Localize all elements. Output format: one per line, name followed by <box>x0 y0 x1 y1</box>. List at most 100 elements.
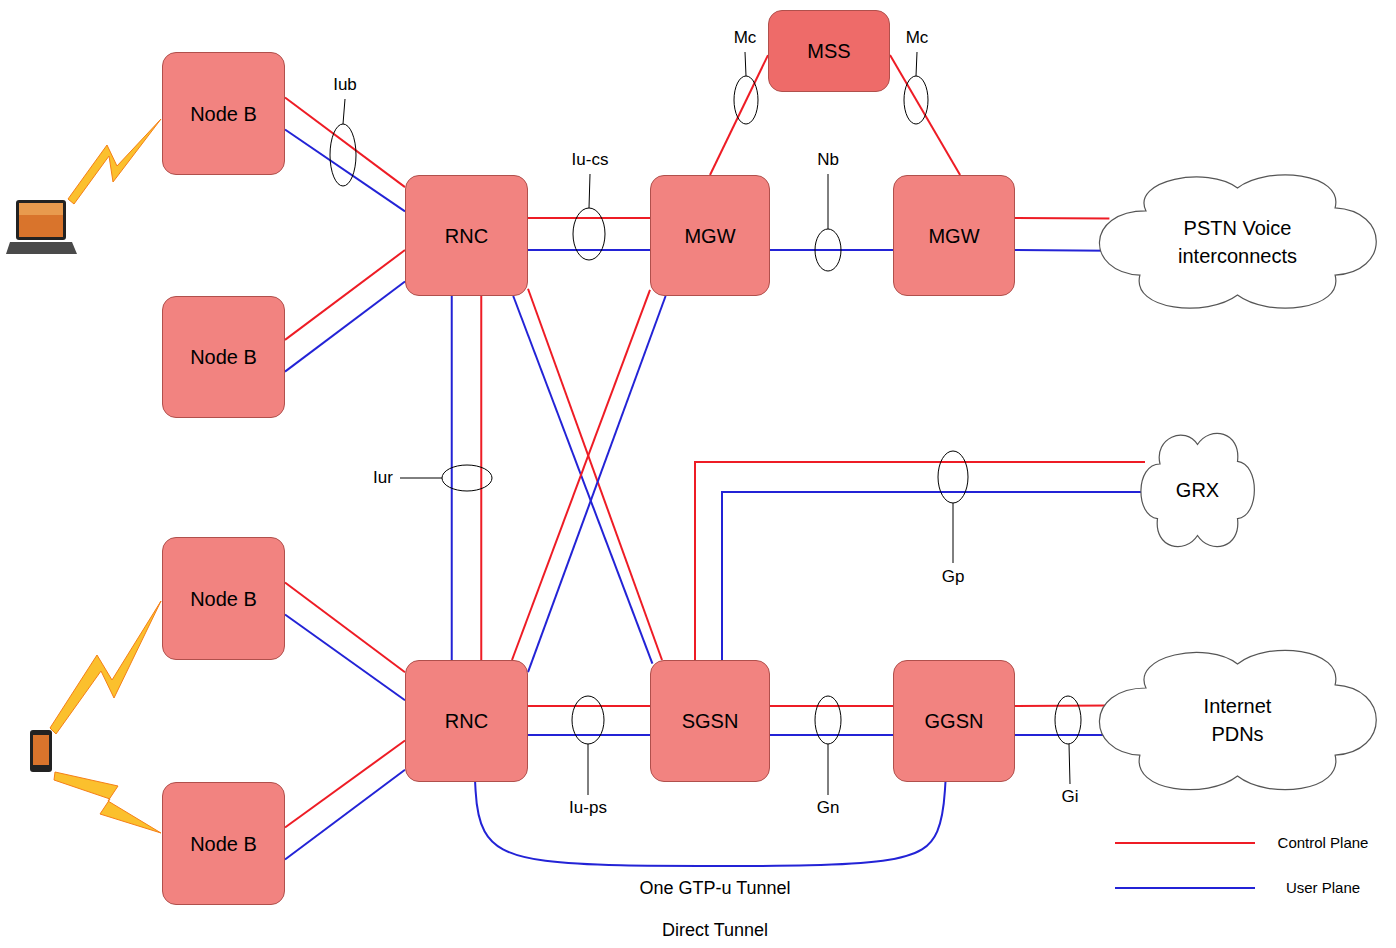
interface-name: Mc <box>906 28 929 48</box>
interface-name: Gi <box>1062 787 1079 807</box>
interface-name: Nb <box>817 150 839 170</box>
interface-ring <box>904 76 928 124</box>
leader-line <box>589 174 590 208</box>
user-plane-link <box>285 129 405 211</box>
network-element-box: Node B <box>162 537 285 660</box>
network-cloud: GRX <box>1135 425 1260 555</box>
control-plane-link <box>480 296 482 660</box>
node-name: RNC <box>445 222 488 250</box>
user-plane-link <box>475 782 945 866</box>
interface-ring <box>734 76 758 124</box>
user-plane-link <box>770 734 893 736</box>
control-plane-link <box>1015 705 1109 707</box>
user-plane-link <box>1015 734 1109 736</box>
control-plane-link <box>890 55 960 175</box>
cloud-outline <box>1085 165 1390 318</box>
leader-line <box>1069 744 1070 784</box>
phone-icon <box>30 730 52 772</box>
network-cloud: Internet PDNs <box>1085 640 1390 800</box>
leader-line <box>828 744 829 795</box>
legend-swatch <box>1110 833 1260 853</box>
network-element-box: MGW <box>893 175 1015 296</box>
node-name: GRX <box>1176 476 1219 504</box>
node-name: Node B <box>190 100 257 128</box>
laptop-icon <box>6 200 77 254</box>
leader-line <box>588 744 589 795</box>
radio-link <box>68 119 161 204</box>
user-plane-link <box>528 296 666 672</box>
interface-name: Iu-cs <box>572 150 609 170</box>
network-cloud: PSTN Voice interconnects <box>1085 165 1390 318</box>
network-element-box: Node B <box>162 52 285 175</box>
node-name: MGW <box>928 222 979 250</box>
user-plane-link <box>770 249 893 251</box>
leader-line <box>400 478 442 479</box>
interface-name: Iub <box>333 75 357 95</box>
interface-name: Gn <box>817 798 840 818</box>
node-name: GGSN <box>925 707 984 735</box>
node-name: Node B <box>190 830 257 858</box>
leader-line <box>745 52 746 76</box>
tunnel-label: One GTP-u Tunnel <box>636 878 793 899</box>
interface-ring <box>572 696 604 744</box>
network-element-box: GGSN <box>893 660 1015 782</box>
control-plane-link <box>528 217 650 219</box>
interface-name: Gp <box>942 567 965 587</box>
node-name: Internet PDNs <box>1188 692 1288 748</box>
control-plane-link <box>528 705 650 707</box>
legend-entry: User Plane <box>1110 865 1386 910</box>
interface-ring <box>815 696 841 744</box>
caption-note: Direct Tunnel <box>662 920 768 941</box>
node-name: RNC <box>445 707 488 735</box>
user-plane-link <box>528 734 650 736</box>
legend: Control PlaneUser Plane <box>1110 820 1386 910</box>
node-name: Node B <box>190 343 257 371</box>
leader-line <box>916 52 917 76</box>
network-element-box: SGSN <box>650 660 770 782</box>
node-name: Node B <box>190 585 257 613</box>
interface-name: Mc <box>734 28 757 48</box>
control-plane-link <box>710 55 768 175</box>
interface-ring <box>1055 696 1081 744</box>
user-plane-link <box>451 296 453 660</box>
node-name: MGW <box>684 222 735 250</box>
radio-link <box>50 601 161 734</box>
node-name: PSTN Voice interconnects <box>1138 214 1338 270</box>
node-name: MSS <box>807 37 850 65</box>
control-plane-link <box>512 290 650 660</box>
interface-ring <box>330 124 356 186</box>
network-element-box: RNC <box>405 660 528 782</box>
user-plane-link <box>285 614 405 700</box>
control-plane-link <box>770 705 893 707</box>
user-plane-link <box>285 281 405 371</box>
control-plane-link <box>1015 217 1109 220</box>
network-element-box: Node B <box>162 296 285 418</box>
network-element-box: Node B <box>162 782 285 905</box>
user-plane-link <box>513 296 652 664</box>
interface-ring <box>815 229 841 271</box>
interface-name: Iu-ps <box>569 798 607 818</box>
control-plane-link <box>695 462 1145 660</box>
node-name: SGSN <box>682 707 739 735</box>
cloud-outline <box>1085 640 1390 800</box>
legend-entry: Control Plane <box>1110 820 1386 865</box>
interface-ring <box>442 465 492 491</box>
legend-text: User Plane <box>1260 879 1386 896</box>
interface-ring <box>573 208 605 260</box>
network-element-box: RNC <box>405 175 528 296</box>
user-plane-link <box>285 770 405 860</box>
interface-name: Iur <box>373 468 393 488</box>
user-plane-link <box>528 249 650 251</box>
user-plane-link <box>722 492 1145 660</box>
leader-line <box>828 174 829 229</box>
user-plane-link <box>1015 249 1109 252</box>
network-element-box: MGW <box>650 175 770 296</box>
control-plane-link <box>528 289 662 660</box>
radio-link <box>54 772 161 833</box>
interface-ring <box>938 451 968 503</box>
legend-swatch <box>1110 878 1260 898</box>
leader-line <box>953 503 954 563</box>
legend-text: Control Plane <box>1260 834 1386 851</box>
leader-line <box>343 99 345 124</box>
